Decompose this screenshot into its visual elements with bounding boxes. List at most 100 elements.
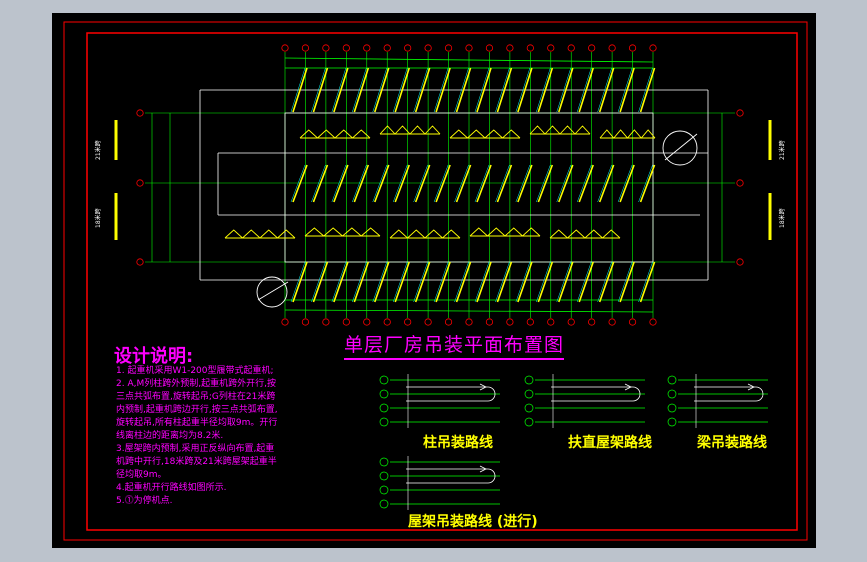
crane-boom xyxy=(664,133,698,161)
legend-axis-bubble xyxy=(524,375,534,385)
prefab-column xyxy=(619,164,635,203)
prefab-column xyxy=(312,261,329,303)
column-radius-arc xyxy=(597,261,612,303)
prefab-column xyxy=(394,261,410,303)
column-radius-arc xyxy=(290,261,306,303)
column-radius-arc xyxy=(556,164,572,203)
axis-bubble xyxy=(383,44,391,52)
legend-route-arrow xyxy=(479,465,487,473)
prefab-column xyxy=(333,164,349,203)
column-radius-arc xyxy=(474,261,490,303)
legend-route-path xyxy=(551,386,641,402)
roof-truss xyxy=(304,227,381,237)
prefab-column xyxy=(353,261,370,303)
column-radius-arc xyxy=(392,67,408,113)
column-radius-arc xyxy=(638,164,653,203)
prefab-column xyxy=(558,261,574,303)
inner-frame xyxy=(86,32,798,531)
column-radius-arc xyxy=(433,67,449,113)
prefab-column xyxy=(292,261,308,303)
design-note: 3.屋架跨内预制,采用正反纵向布置,起重 xyxy=(116,444,275,454)
axis-bubble xyxy=(404,44,412,52)
axis-bubble xyxy=(342,44,350,52)
column-radius-arc xyxy=(638,261,653,303)
crane-symbol xyxy=(662,130,698,166)
legend-axis-bubble xyxy=(667,417,677,427)
column-radius-arc xyxy=(597,164,612,203)
column-radius-arc xyxy=(454,261,469,303)
column-radius-arc xyxy=(515,261,531,303)
axis-bubble xyxy=(444,318,453,326)
column-radius-arc xyxy=(331,164,347,203)
prefab-column xyxy=(476,164,492,203)
legend-axis-bubble xyxy=(379,389,389,399)
prefab-column xyxy=(537,164,554,203)
prefab-column xyxy=(639,164,656,203)
column-radius-arc xyxy=(536,164,551,203)
column-radius-arc xyxy=(556,67,572,113)
column-radius-arc xyxy=(372,67,388,113)
prefab-column xyxy=(312,164,329,203)
legend-axis-bubble xyxy=(379,499,389,509)
axis-bubble xyxy=(424,318,432,326)
prefab-column xyxy=(558,67,574,113)
column-radius-arc xyxy=(617,261,633,303)
prefab-column xyxy=(292,67,308,113)
legend-axis-bubble xyxy=(667,403,677,413)
column-radius-arc xyxy=(536,67,551,113)
beam-route-diagram xyxy=(667,374,768,428)
building-outline xyxy=(284,112,654,263)
prefab-column xyxy=(558,164,574,203)
column-radius-arc xyxy=(352,164,367,203)
beam-route-label: 梁吊装路线 xyxy=(697,435,767,451)
prefab-column xyxy=(598,261,615,303)
roof-truss xyxy=(389,229,461,239)
axis-bubble xyxy=(588,318,596,326)
axis-bubble xyxy=(608,318,616,326)
prefab-column xyxy=(435,164,451,203)
column-radius-arc xyxy=(413,164,428,203)
legend-axis-bubble xyxy=(379,403,389,413)
roof-truss xyxy=(224,229,296,239)
design-note: 径均取9m。 xyxy=(116,470,167,480)
span-label: 21米跨 xyxy=(779,140,786,160)
column-radius-arc xyxy=(331,67,347,113)
axis-bubble xyxy=(363,44,371,52)
axis-bubble xyxy=(322,44,330,52)
axis-bubble xyxy=(404,318,412,326)
roof-truss xyxy=(549,229,621,239)
axis-bubble xyxy=(628,318,637,326)
prefab-column xyxy=(578,261,594,303)
prefab-column xyxy=(333,261,349,303)
axis-bubble xyxy=(465,44,473,52)
span-label: 21米跨 xyxy=(95,140,102,160)
column-radius-arc xyxy=(474,164,490,203)
legend-axis-bubble xyxy=(524,403,534,413)
legend-axis-bubble xyxy=(379,375,389,385)
column-radius-arc xyxy=(311,261,326,303)
prefab-column xyxy=(312,67,329,113)
prefab-column xyxy=(414,164,431,203)
prefab-column xyxy=(455,261,472,303)
axis-bubble xyxy=(547,44,555,52)
prefab-column xyxy=(353,67,370,113)
design-note: 2. A,M列柱跨外预制,起重机跨外开行,按 xyxy=(116,379,276,389)
prefab-column xyxy=(578,164,594,203)
column-radius-arc xyxy=(372,164,388,203)
axis-bubble xyxy=(628,44,637,52)
axis-bubble xyxy=(383,318,391,326)
prefab-column xyxy=(496,261,513,303)
column-radius-arc xyxy=(576,164,592,203)
design-note: 4.起重机开行路线如图所示. xyxy=(116,483,227,493)
column-radius-arc xyxy=(495,164,510,203)
axis-bubble xyxy=(281,44,289,52)
column-route-label: 柱吊装路线 xyxy=(423,435,493,451)
prefab-column xyxy=(639,261,656,303)
column-radius-arc xyxy=(290,67,306,113)
prefab-column xyxy=(517,67,533,113)
column-radius-arc xyxy=(495,261,510,303)
crane-layout-plan xyxy=(114,44,772,326)
legend-axis-bubble xyxy=(379,457,389,467)
design-note: 机跨中开行,18米跨及21米跨屋架起重半 xyxy=(116,457,277,467)
